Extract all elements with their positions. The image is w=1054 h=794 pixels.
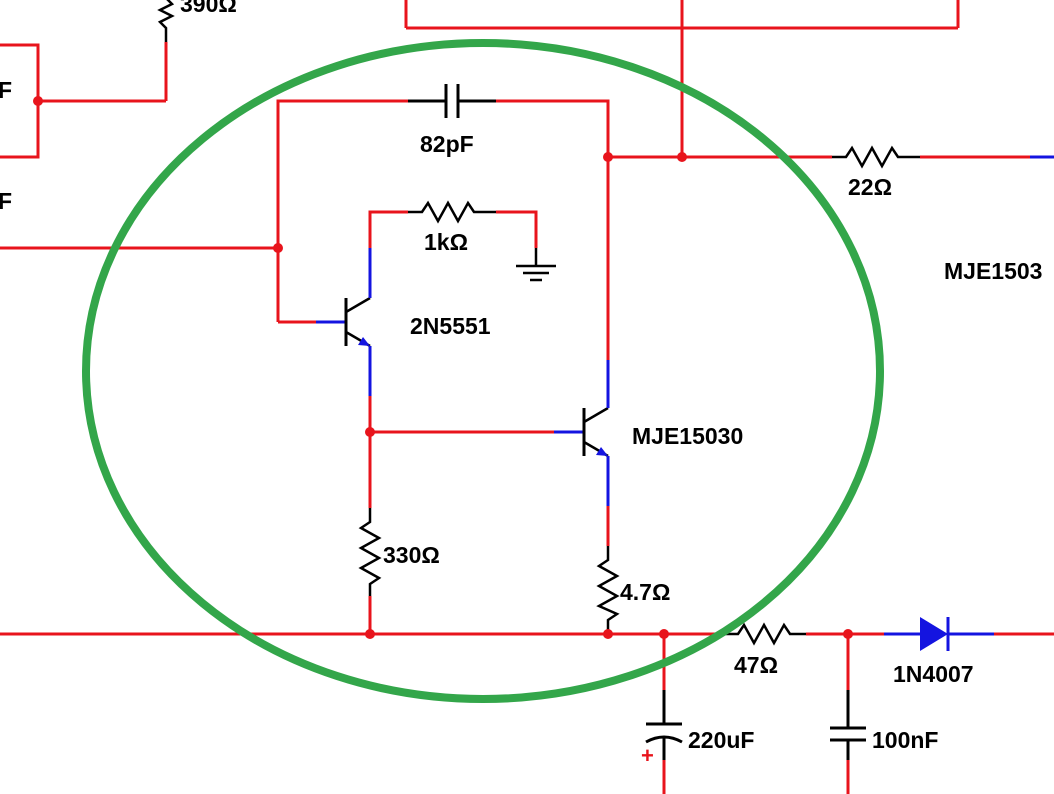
- junction-top-left: [33, 96, 43, 106]
- resistor-47-icon: [720, 622, 806, 646]
- r-1k-label: 1kΩ: [424, 229, 468, 255]
- r-22-label: 22Ω: [848, 174, 892, 200]
- resistor-4-7-icon: [596, 546, 620, 634]
- r-330-label: 330Ω: [383, 542, 440, 568]
- resistor-1k-icon: [408, 200, 496, 224]
- r-4-7-label: 4.7Ω: [620, 579, 670, 605]
- c-feedback-label: 82pF: [420, 131, 474, 157]
- npn-transistor-q1-icon: [316, 248, 372, 396]
- q-out-partial-label: MJE1503: [944, 258, 1042, 284]
- capacitor-82pf-icon: [408, 84, 496, 118]
- junction-bottom-4: [843, 629, 853, 639]
- capacitor-100nf-icon: [830, 690, 866, 760]
- resistor-330-icon: [358, 508, 382, 596]
- r-47-label: 47Ω: [734, 652, 778, 678]
- c-220-label: 220uF: [688, 727, 754, 753]
- diode-label: 1N4007: [893, 661, 974, 687]
- junction-bottom-2: [603, 629, 613, 639]
- junction-output-2: [677, 152, 687, 162]
- highlight-ellipse: [82, 39, 884, 703]
- edge-label-f1: F: [0, 77, 12, 103]
- top-left-network: [0, 0, 960, 250]
- ground-icon: [516, 248, 556, 282]
- junction-q1-emitter: [365, 427, 375, 437]
- resistor-22-icon: [832, 145, 920, 169]
- junction-bottom-1: [365, 629, 375, 639]
- junction-output-1: [603, 152, 613, 162]
- q2-label: MJE15030: [632, 423, 743, 449]
- electrolytic-capacitor-icon: [645, 690, 683, 760]
- q1-emitter-wires: [368, 396, 554, 634]
- q1-label: 2N5551: [410, 313, 491, 339]
- diode-icon: [884, 617, 994, 651]
- c-220-polarity-mark: +: [641, 743, 654, 768]
- r-top-label: 390Ω: [180, 0, 237, 17]
- c-100n-label: 100nF: [872, 727, 938, 753]
- junction-input: [273, 243, 283, 253]
- edge-label-f2: F: [0, 188, 12, 214]
- junction-bottom-3: [659, 629, 669, 639]
- collector-1k-wires: [368, 210, 538, 248]
- npn-transistor-q2-icon: [554, 360, 610, 506]
- resistor-390-icon: [157, 0, 175, 42]
